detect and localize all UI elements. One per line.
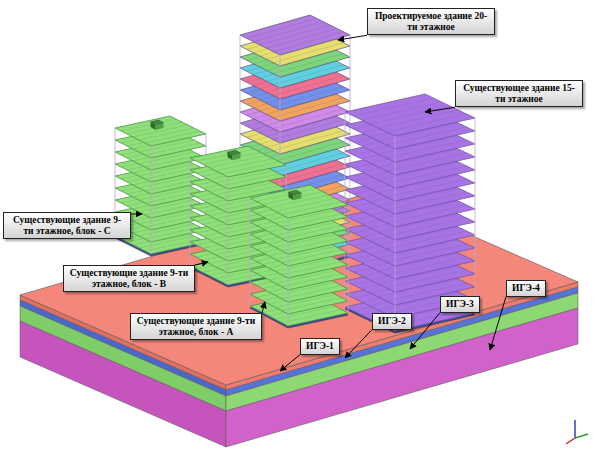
callout-text: Существующее здание 15-ти этажное — [461, 83, 577, 104]
roof-structure — [228, 152, 233, 160]
floor-slab — [115, 116, 206, 146]
leader-arrow — [195, 262, 208, 265]
column-line — [228, 177, 229, 285]
roof-structure — [156, 123, 164, 130]
slab-grid — [145, 131, 200, 143]
callout-box: ИГЭ-2 — [372, 313, 412, 330]
callout-box: Существующие здание 9-ти этажное, блок -… — [63, 265, 195, 292]
floor-slab — [240, 15, 350, 55]
roof-structure — [293, 193, 301, 200]
roof-structure — [151, 122, 156, 130]
leader-arrow — [262, 302, 265, 313]
axis-icon — [575, 434, 588, 438]
slab-grid — [282, 202, 342, 215]
callout-text: Существующие здание 9-ти этажное, блок -… — [136, 316, 256, 337]
leader-arrow — [410, 313, 440, 349]
slab-grid — [273, 32, 343, 52]
column-line — [190, 158, 191, 266]
column-line — [475, 118, 476, 313]
slab-grid — [253, 22, 323, 42]
roof-structure — [288, 192, 293, 200]
column-line — [395, 136, 396, 331]
callout-box: ИГЭ-1 — [300, 338, 340, 355]
slab-grid — [196, 149, 254, 161]
slab-grid — [256, 188, 316, 201]
leader-arrow — [338, 35, 367, 40]
leader-arrow — [345, 330, 372, 358]
slab-grid — [275, 198, 335, 211]
callout-box: Проектируемое здание 20-ти этажное — [367, 8, 495, 35]
column-line — [151, 146, 152, 254]
leader-arrow — [131, 214, 142, 215]
roof-structure — [233, 153, 241, 160]
callout-text: ИГЭ-4 — [512, 283, 540, 294]
slab-grid — [247, 18, 317, 38]
callout-box: Существующие здание 9-ти этажное, блок -… — [130, 313, 262, 340]
axis-icon — [566, 438, 575, 444]
callout-text: ИГЭ-2 — [378, 316, 406, 327]
callout-text: Существующие здание 9-ти этажное, блок -… — [9, 215, 125, 236]
column-line — [348, 205, 349, 313]
axis-icon — [574, 420, 576, 438]
leader-arrow — [280, 355, 300, 371]
slab-grid — [215, 159, 273, 171]
callout-text: Проектируемое здание 20-ти этажное — [373, 11, 489, 32]
callout-text: ИГЭ-3 — [446, 299, 474, 310]
callout-box: Существующее здание 15-ти этажное — [455, 80, 583, 107]
slab-grid — [260, 25, 330, 45]
floor-slab — [250, 185, 348, 218]
slab-grid — [222, 162, 280, 174]
floor-slab — [190, 146, 286, 177]
slab-grid — [378, 110, 458, 128]
callout-text: ИГЭ-1 — [306, 341, 334, 352]
callout-box: Существующие здание 9-ти этажное, блок -… — [3, 212, 131, 239]
slab-grid — [267, 28, 337, 48]
callout-box: ИГЭ-3 — [440, 296, 480, 313]
column-line — [350, 35, 351, 255]
slab-grid — [387, 114, 467, 132]
column-line — [288, 218, 289, 326]
slab-grid — [370, 106, 450, 124]
leader-arrow — [425, 107, 455, 112]
leader-arrow — [490, 297, 506, 350]
callout-text: Существующие здание 9-ти этажное, блок -… — [69, 268, 189, 289]
column-line — [250, 198, 251, 306]
callout-box: ИГЭ-4 — [506, 280, 546, 297]
slab-grid — [353, 98, 433, 116]
